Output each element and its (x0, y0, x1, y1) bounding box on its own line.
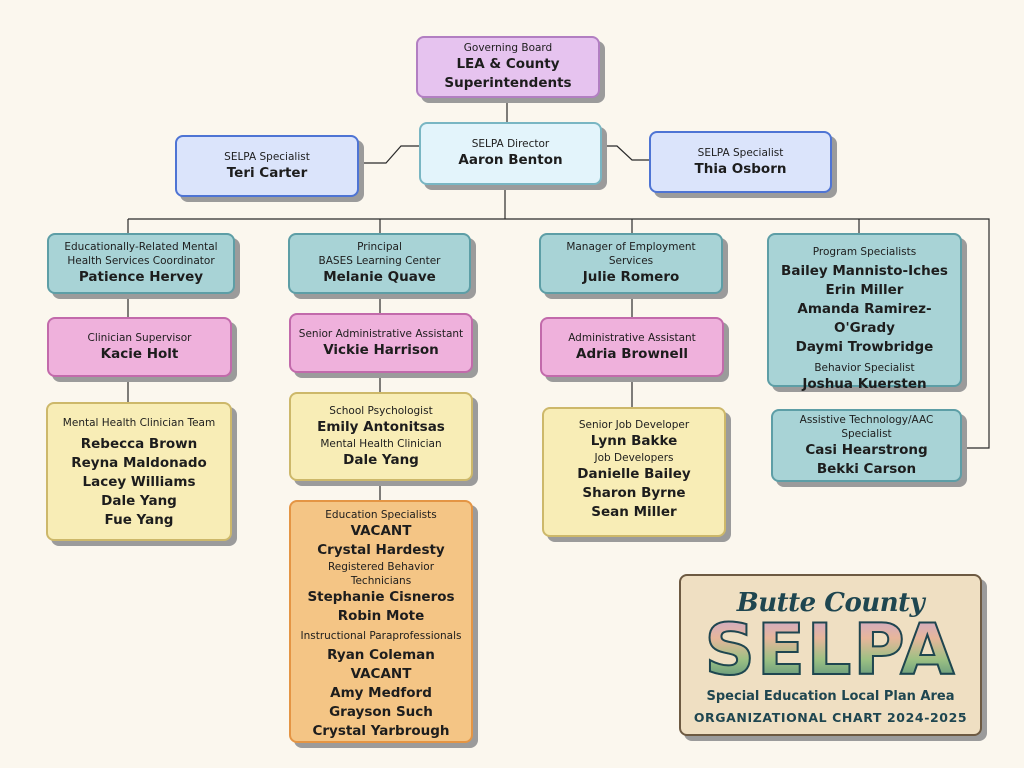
job-developer: Sharon Byrne (582, 485, 686, 501)
education-member: VACANT (350, 523, 412, 539)
clinician-supervisor-box: Clinician Supervisor Kacie Holt (47, 317, 232, 377)
senior-assistant-name: Vickie Harrison (323, 341, 439, 358)
program-specialist: Daymi Trowbridge (795, 339, 934, 355)
program-specialists-role: Program Specialists (812, 246, 917, 258)
logo-chart-year: ORGANIZATIONAL CHART 2024-2025 (693, 710, 968, 725)
para-member: VACANT (350, 666, 412, 682)
job-developer: Danielle Bailey (577, 466, 691, 482)
governing-board-name-1: LEA & County (456, 56, 560, 72)
manager-name: Julie Romero (582, 269, 680, 285)
para-member: Grayson Such (329, 704, 433, 720)
behavior-specialist-role: Behavior Specialist (814, 362, 915, 374)
principal-name: Melanie Quave (323, 269, 436, 285)
senior-assistant-role: Senior Administrative Assistant (298, 327, 464, 340)
para-member: Crystal Yarbrough (312, 723, 450, 739)
senior-job-developer-name: Lynn Bakke (590, 433, 678, 449)
job-developer: Sean Miller (591, 504, 677, 520)
specialist-right-name: Thia Osborn (694, 160, 787, 177)
assistive-member: Casi Hearstrong (805, 441, 928, 458)
job-developers-role: Job Developers (594, 452, 674, 464)
specialist-right-role: SELPA Specialist (697, 146, 784, 159)
education-member: Crystal Hardesty (317, 542, 445, 558)
psych-role: School Psychologist (329, 404, 433, 417)
assistive-technology-box: Assistive Technology/AAC Specialist Casi… (771, 409, 962, 482)
specialist-left-role: SELPA Specialist (224, 150, 310, 163)
psych-name: Emily Antonitsas (317, 418, 445, 435)
admin-assistant-name: Adria Brownell (576, 345, 688, 362)
team-member: Lacey Williams (82, 474, 196, 490)
education-role: Education Specialists (325, 509, 437, 521)
program-specialist: Bailey Mannisto-Iches (781, 263, 948, 279)
assistive-member: Bekki Carson (816, 460, 917, 477)
program-specialists-box: Program Specialists Bailey Mannisto-Iche… (767, 233, 962, 392)
team-member: Fue Yang (104, 512, 174, 528)
selpa-logo: Butte County SELPA Special Education Loc… (679, 574, 982, 736)
para-member: Amy Medford (330, 685, 432, 701)
assistive-role: Assistive Technology/AAC Specialist (799, 413, 934, 440)
rbt-member: Robin Mote (337, 608, 425, 624)
supervisor-role: Clinician Supervisor (87, 331, 192, 344)
team-role: Mental Health Clinician Team (62, 417, 216, 429)
principal-role-2: BASES Learning Center (318, 255, 441, 267)
specialist-left-name: Teri Carter (226, 164, 308, 181)
coordinator-role-1: Educationally-Related Mental (64, 241, 218, 253)
senior-admin-assistant-box: Senior Administrative Assistant Vickie H… (289, 313, 473, 373)
director-name: Aaron Benton (458, 152, 563, 168)
job-developers-box: Senior Job Developer Lynn Bakke Job Deve… (542, 407, 726, 537)
governing-board-box: Governing Board LEA & County Superintend… (416, 36, 600, 98)
program-specialist: Amanda Ramirez-O'Grady (797, 301, 932, 336)
employment-manager-box: Manager of Employment Services Julie Rom… (539, 233, 723, 294)
program-specialist: Erin Miller (825, 282, 904, 298)
para-role: Instructional Paraprofessionals (300, 630, 462, 642)
behavior-specialist-name: Joshua Kuersten (802, 376, 927, 392)
mh-clinician-role: Mental Health Clinician (320, 437, 442, 450)
team-member: Dale Yang (101, 493, 177, 509)
governing-board-role: Governing Board (463, 42, 553, 54)
specialist-right-box: SELPA Specialist Thia Osborn (649, 131, 832, 193)
director-role: SELPA Director (471, 138, 550, 150)
team-member: Rebecca Brown (80, 436, 198, 452)
clinician-team-box: Mental Health Clinician Team Rebecca Bro… (46, 402, 232, 541)
manager-role: Manager of Employment Services (566, 241, 696, 267)
admin-assistant-box: Administrative Assistant Adria Brownell (540, 317, 724, 377)
rbt-role: Registered Behavior Technicians (327, 561, 435, 587)
supervisor-name: Kacie Holt (100, 345, 179, 362)
governing-board-name-2: Superintendents (444, 75, 572, 91)
logo-subtitle: Special Education Local Plan Area (706, 689, 955, 704)
principal-box: Principal BASES Learning Center Melanie … (288, 233, 471, 294)
school-psychologist-box: School Psychologist Emily Antonitsas Men… (289, 392, 473, 481)
specialist-left-box: SELPA Specialist Teri Carter (175, 135, 359, 197)
para-member: Ryan Coleman (327, 647, 435, 663)
senior-job-developer-role: Senior Job Developer (578, 419, 690, 431)
education-specialists-box: Education Specialists VACANT Crystal Har… (289, 500, 473, 743)
team-member: Reyna Maldonado (71, 455, 207, 471)
director-box: SELPA Director Aaron Benton (419, 122, 602, 185)
mental-health-coordinator-box: Educationally-Related Mental Health Serv… (47, 233, 235, 294)
coordinator-name: Patience Hervey (78, 269, 204, 285)
logo-selpa: SELPA (681, 609, 980, 691)
mh-clinician-name: Dale Yang (343, 451, 419, 468)
admin-assistant-role: Administrative Assistant (568, 331, 696, 344)
logo-county: Butte County (736, 588, 925, 618)
coordinator-role-2: Health Services Coordinator (67, 255, 215, 267)
principal-role-1: Principal (357, 241, 402, 253)
rbt-member: Stephanie Cisneros (307, 589, 455, 605)
